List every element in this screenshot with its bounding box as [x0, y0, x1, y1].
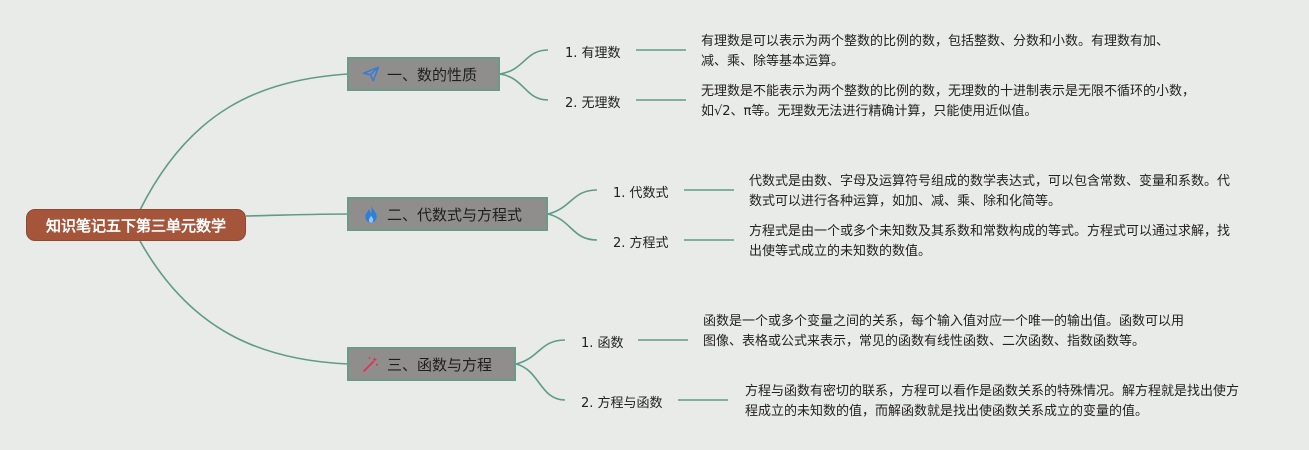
- connector-root-topic3: [139, 240, 349, 365]
- desc-equations: 方程式是由一个或多个未知数及其系数和常数构成的等式。方程式可以通过求解，找出使等…: [749, 224, 1231, 259]
- desc-algebraic-expressions: 代数式是由数、字母及运算符号组成的数学表达式，可以包含常数、变量和系数。代数式可…: [749, 174, 1231, 209]
- flame-icon: [361, 204, 381, 224]
- magic-wand-icon: [361, 354, 381, 374]
- root-label: 知识笔记五下第三单元数学: [45, 216, 226, 235]
- connector-topic2-sub1: [547, 189, 598, 215]
- connector-topic3-sub1: [515, 339, 566, 365]
- desc-rational-numbers: 有理数是可以表示为两个整数的比例的数，包括整数、分数和小数。有理数有加、减、乘、…: [701, 34, 1170, 69]
- desc-functions: 函数是一个或多个变量之间的关系，每个输入值对应一个唯一的输出值。函数可以用图像、…: [703, 314, 1185, 349]
- root-node[interactable]: 知识笔记五下第三单元数学: [26, 209, 246, 241]
- subtopic-rational-numbers[interactable]: 1. 有理数: [565, 46, 621, 61]
- topic-algebra-equations[interactable]: 二、代数式与方程式: [347, 197, 548, 231]
- connector-root-topic1: [139, 73, 349, 211]
- subtopic-functions[interactable]: 1. 函数: [581, 336, 624, 351]
- paper-plane-icon: [361, 64, 381, 84]
- connector-topic1-sub1: [499, 49, 549, 75]
- topic-functions-equations[interactable]: 三、函数与方程: [347, 347, 516, 381]
- topic-label: 三、函数与方程: [387, 355, 493, 374]
- connector-root-topic2: [245, 213, 349, 217]
- subtopic-equations[interactable]: 2. 方程式: [613, 236, 669, 251]
- desc-irrational-numbers: 无理数是不能表示为两个整数的比例的数，无理数的十进制表示是无限不循环的小数，如√…: [701, 84, 1196, 119]
- subtopic-irrational-numbers[interactable]: 2. 无理数: [565, 96, 621, 111]
- topic-label: 一、数的性质: [387, 65, 478, 84]
- desc-equations-and-functions: 方程与函数有密切的联系，方程可以看作是函数关系的特殊情况。解方程就是找出使方程成…: [745, 384, 1240, 419]
- subtopic-algebraic-expressions[interactable]: 1. 代数式: [613, 186, 669, 201]
- connector-topic1-sub2: [499, 73, 549, 101]
- connector-topic2-sub2: [547, 213, 598, 241]
- topic-number-properties[interactable]: 一、数的性质: [347, 57, 500, 91]
- connector-topic3-sub2: [515, 363, 566, 401]
- subtopic-equations-and-functions[interactable]: 2. 方程与函数: [581, 396, 663, 411]
- topic-label: 二、代数式与方程式: [387, 205, 523, 224]
